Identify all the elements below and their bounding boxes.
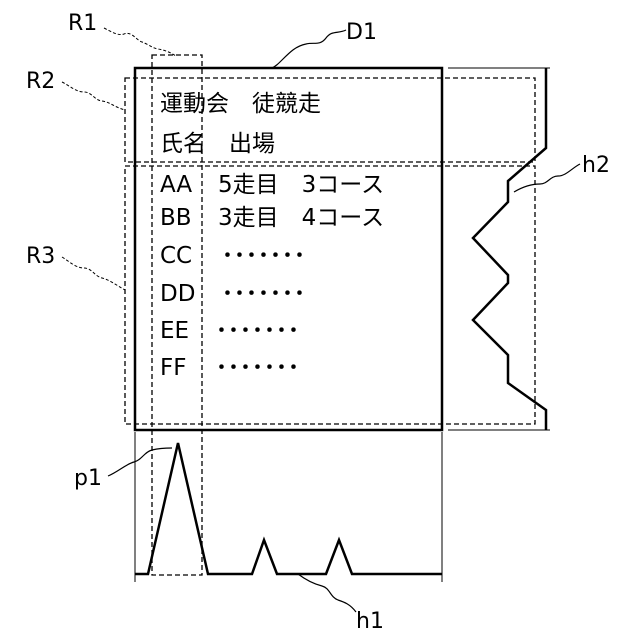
row-detail-cc: ･･･････: [222, 244, 306, 269]
label-r1: R1: [68, 11, 97, 36]
row-name-cc: CC: [160, 243, 192, 269]
label-p1: p1: [74, 466, 102, 491]
row-detail-ee: ･･･････: [216, 319, 300, 344]
label-d1: D1: [346, 20, 377, 45]
leader-r3: [62, 257, 125, 290]
row-name-ee: EE: [160, 318, 189, 344]
row-detail-bb: 3走目 4コース: [218, 205, 384, 231]
row-detail-aa: 5走目 3コース: [218, 172, 384, 198]
leader-d1: [272, 30, 346, 68]
row-name-bb: BB: [160, 205, 192, 231]
label-h1: h1: [356, 609, 384, 634]
row-detail-dd: ･･･････: [222, 282, 306, 307]
doc-title-line1: 運動会 徒競走: [160, 91, 321, 117]
leader-r2: [62, 82, 125, 110]
label-r2: R2: [26, 69, 55, 94]
doc-title-line2: 氏名 出場: [160, 131, 275, 157]
row-name-aa: AA: [160, 172, 192, 198]
leader-p1: [108, 448, 172, 476]
row-detail-ff: ･･･････: [216, 356, 300, 381]
leader-h1: [298, 574, 356, 612]
label-r3: R3: [26, 244, 55, 269]
row-name-dd: DD: [160, 281, 195, 307]
row-name-ff: FF: [160, 355, 186, 381]
label-h2: h2: [582, 153, 610, 178]
h1-profile-curve: [135, 443, 442, 574]
leader-r1: [104, 28, 176, 56]
